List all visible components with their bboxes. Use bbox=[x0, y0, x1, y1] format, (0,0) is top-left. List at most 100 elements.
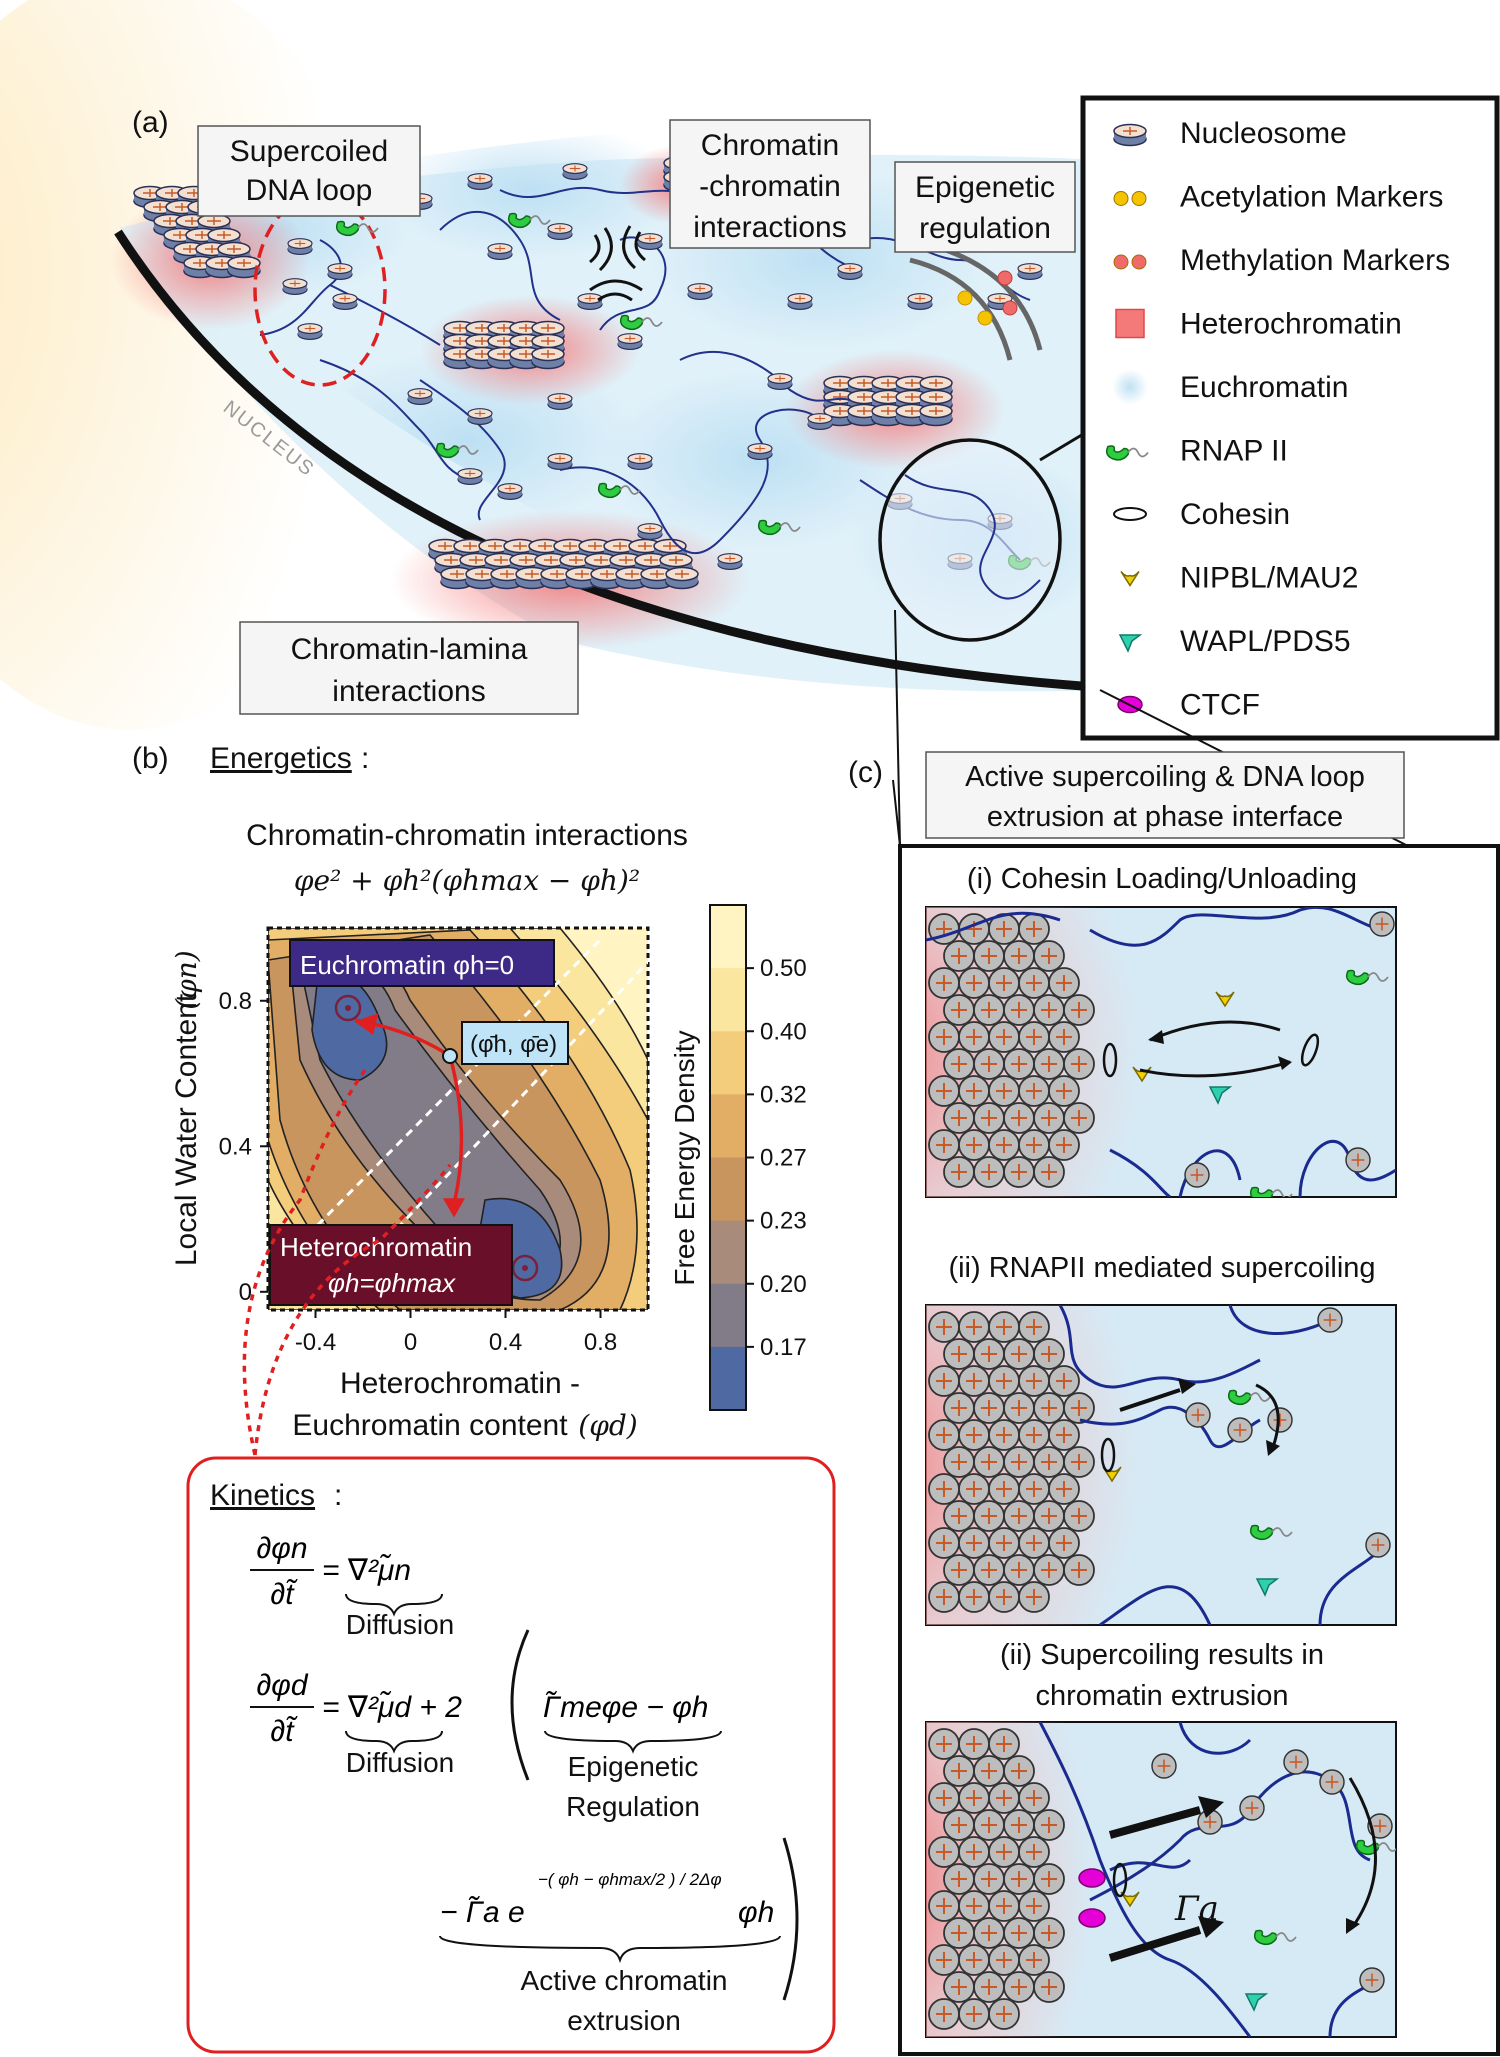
eq2-diffusion-label: Diffusion bbox=[346, 1747, 454, 1778]
nucleosome bbox=[919, 403, 953, 427]
methylation-icon bbox=[1113, 254, 1147, 270]
callout-supercoiled-line2: DNA loop bbox=[246, 174, 373, 207]
nucleosome bbox=[973, 1446, 1005, 1478]
panel-c-header-line1: Active supercoiling & DNA loop bbox=[965, 761, 1365, 793]
nucleosome bbox=[943, 1392, 975, 1424]
nucleosome bbox=[1033, 1392, 1065, 1424]
minima-markers bbox=[334, 994, 539, 1282]
nucleosome bbox=[1003, 1048, 1035, 1080]
colorbar-segment bbox=[710, 1031, 746, 1095]
nucleosome bbox=[943, 1917, 975, 1949]
euchromatin-minimum-text: Euchromatin φh=0 bbox=[300, 950, 514, 980]
x-axis-symbol: (φd) bbox=[578, 1409, 637, 1442]
colorbar-segment bbox=[710, 968, 746, 1032]
nucleosome bbox=[973, 1102, 1005, 1134]
legend-label: NIPBL/MAU2 bbox=[1180, 562, 1358, 595]
nucleosome bbox=[1033, 1048, 1065, 1080]
legend-item: Acetylation Markers bbox=[1113, 181, 1443, 214]
subpanel-ii-title: (ii) RNAPII mediated supercoiling bbox=[948, 1252, 1375, 1284]
nucleosome bbox=[973, 1048, 1005, 1080]
colorbar-label: Free Energy Density bbox=[669, 1030, 700, 1285]
x-tick-label: 0.8 bbox=[584, 1329, 617, 1356]
nucleosome bbox=[1018, 1782, 1050, 1814]
energetics-heading: Energetics bbox=[210, 742, 352, 775]
panel-label-a: (a) bbox=[132, 106, 169, 139]
colorbar-segment bbox=[710, 1283, 746, 1348]
nucleosome bbox=[1003, 1554, 1035, 1586]
nucleosome bbox=[928, 1311, 960, 1343]
nucleosome bbox=[1018, 1890, 1050, 1922]
nucleosome bbox=[577, 293, 603, 310]
legend-label: WAPL/PDS5 bbox=[1180, 625, 1351, 658]
nucleosome bbox=[807, 413, 833, 430]
nucleosome bbox=[973, 1554, 1005, 1586]
nucleosome bbox=[1003, 1392, 1035, 1424]
nucleosome bbox=[332, 293, 358, 310]
callout-supercoiled-line1: Supercoiled bbox=[230, 135, 388, 168]
mean-composition-text: (φ̄h, φ̄e) bbox=[470, 1031, 557, 1058]
nucleosome bbox=[958, 1527, 990, 1559]
nucleosome bbox=[1003, 1500, 1035, 1532]
nucleosome bbox=[943, 1446, 975, 1478]
nucleosome bbox=[973, 1863, 1005, 1895]
nucleosome bbox=[1003, 1809, 1035, 1841]
nucleosome bbox=[988, 1998, 1020, 2030]
subpanel-rnapii-supercoiling bbox=[925, 1304, 1397, 1626]
colorbar-segment bbox=[710, 1157, 746, 1222]
legend-label: Nucleosome bbox=[1180, 117, 1347, 150]
nucleosome bbox=[1063, 1048, 1095, 1080]
nucleosome bbox=[457, 468, 483, 485]
nucleosome bbox=[928, 1365, 960, 1397]
nucleosome bbox=[1018, 1581, 1050, 1613]
panel-b: (b) Energetics : Chromatin-chromatin int… bbox=[132, 742, 836, 2054]
nucleosome bbox=[943, 1102, 975, 1134]
nucleosome bbox=[1369, 911, 1395, 937]
nucleosome bbox=[1048, 1129, 1080, 1161]
zoom-inset bbox=[878, 428, 1091, 847]
nucleosome bbox=[665, 566, 699, 590]
heterochromatin-minimum-label: Heterochromatin φh=φhmax bbox=[269, 1224, 513, 1306]
nucleosome bbox=[287, 238, 313, 255]
nucleosome bbox=[988, 1075, 1020, 1107]
colorbar-segment bbox=[710, 1094, 746, 1158]
nucleosome bbox=[1048, 1527, 1080, 1559]
legend-label: Heterochromatin bbox=[1180, 308, 1402, 341]
eq2-epigenetic-term: Γ̃meφe − φh bbox=[543, 1691, 708, 1724]
mean-composition-label: (φ̄h, φ̄e) bbox=[461, 1021, 569, 1065]
nucleosome bbox=[1063, 1554, 1095, 1586]
nucleosome bbox=[1319, 1769, 1345, 1795]
nucleosome bbox=[467, 408, 493, 425]
nucleosome bbox=[988, 1021, 1020, 1053]
nucleosome bbox=[988, 1365, 1020, 1397]
eq1-numerator: ∂φn bbox=[256, 1532, 307, 1565]
eq1-rhs: = ∇²μ̃n bbox=[322, 1554, 411, 1587]
nucleosome bbox=[1063, 1500, 1095, 1532]
nucleosome bbox=[958, 1944, 990, 1976]
callout-epigenetic-line1: Epigenetic bbox=[915, 171, 1055, 204]
nucleosome bbox=[717, 553, 743, 570]
nucleosome bbox=[1345, 1147, 1371, 1173]
nucleosome bbox=[1267, 1407, 1293, 1433]
nucleosome bbox=[1048, 1473, 1080, 1505]
nucleosome bbox=[958, 1782, 990, 1814]
eq3-rate-term: − Γ̃a e bbox=[440, 1896, 525, 1929]
interaction-waves bbox=[589, 225, 646, 302]
nucleosome bbox=[1317, 1307, 1343, 1333]
nucleosome bbox=[1018, 1473, 1050, 1505]
cohesin-icon bbox=[1113, 507, 1147, 521]
nucleosome bbox=[1003, 1156, 1035, 1188]
panel-label-b: (b) bbox=[132, 742, 169, 775]
nucleosome bbox=[928, 967, 960, 999]
legend-item: RNAP II bbox=[1105, 435, 1288, 468]
legend-label: Cohesin bbox=[1180, 498, 1290, 531]
nucleosome bbox=[1185, 1402, 1211, 1428]
nucleosome bbox=[531, 346, 565, 370]
nucleosome bbox=[958, 1365, 990, 1397]
nucleosome bbox=[1063, 1102, 1095, 1134]
nucleosome bbox=[1017, 263, 1043, 280]
equation-extrusion: − Γ̃a e −( φh − φhmax/2 ) / 2Δφ φh bbox=[439, 1837, 799, 2001]
nucleosome bbox=[958, 1728, 990, 1760]
colorbar-segment bbox=[710, 1220, 746, 1285]
panel-c-header-box bbox=[925, 751, 1405, 839]
